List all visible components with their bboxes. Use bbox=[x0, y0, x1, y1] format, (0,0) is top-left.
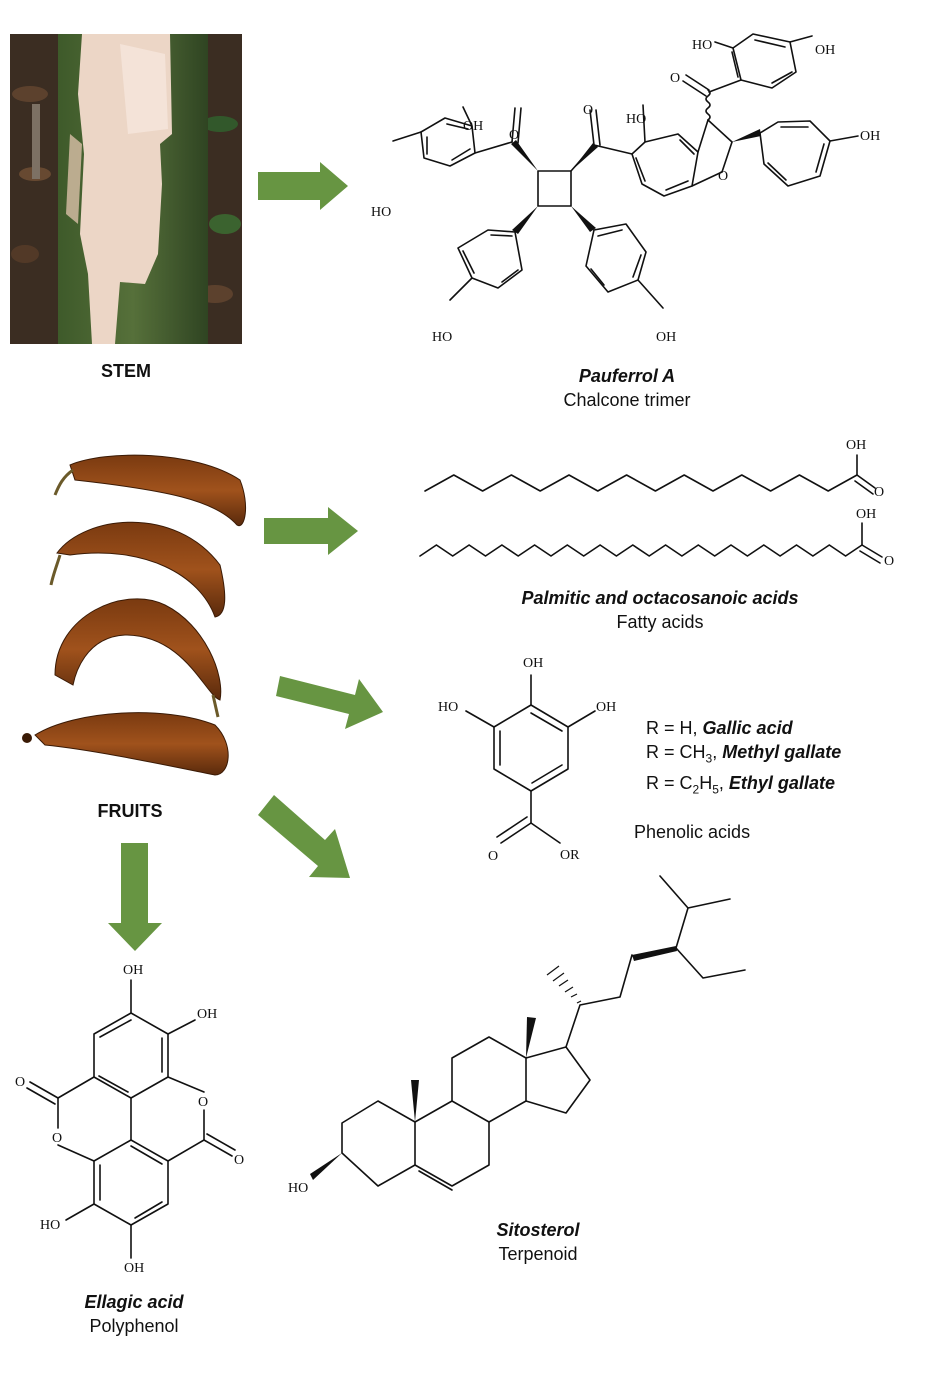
variant-name: Methyl gallate bbox=[722, 742, 842, 762]
ellagic-acid-class: Polyphenol bbox=[89, 1316, 179, 1336]
pauferrol-oh-5: OH bbox=[860, 129, 880, 144]
octacosanoic-oh: OH bbox=[856, 507, 876, 522]
fatty-acids-structure: OH O OH O bbox=[419, 438, 894, 569]
palmitic-acid-chain bbox=[424, 474, 858, 492]
sitosterol-ho: HO bbox=[288, 1181, 308, 1196]
arrow-fruits-to-ellagic-acid bbox=[108, 843, 162, 951]
pauferrol-o-1: O bbox=[509, 128, 519, 143]
variant-methyl-gallate: R = CH3, Methyl gallate bbox=[646, 742, 842, 766]
ellagic-oh-3: OH bbox=[124, 1261, 144, 1276]
fruit-pod-1 bbox=[53, 454, 247, 527]
fatty-acids-name: Palmitic and octacosanoic acids bbox=[521, 588, 799, 608]
pauferrol-a-structure: OH HO O O HO OH HO O bbox=[371, 33, 880, 345]
sitosterol-name: Sitosterol bbox=[496, 1220, 580, 1240]
fruits-label: FRUITS bbox=[97, 801, 163, 821]
sitosterol-structure: HO bbox=[288, 875, 746, 1196]
variant-name: Ethyl gallate bbox=[728, 772, 835, 793]
ellagic-o-ring-1: O bbox=[198, 1095, 208, 1110]
ellagic-acid-name: Ellagic acid bbox=[84, 1292, 184, 1312]
variant-gallic-acid: R = H, Gallic acid bbox=[646, 718, 793, 738]
variant-name: Gallic acid bbox=[702, 718, 793, 738]
fruits-photo bbox=[22, 454, 247, 776]
sitosterol-hashed-bond bbox=[546, 965, 582, 1004]
variant-ethyl-gallate: R = C2H5, Ethyl gallate bbox=[646, 772, 835, 797]
fruit-pod-4 bbox=[22, 712, 229, 776]
palmitic-oh: OH bbox=[846, 438, 866, 453]
pauferrol-ho-1: HO bbox=[371, 205, 391, 220]
fatty-acids-class: Fatty acids bbox=[616, 612, 704, 632]
palmitic-o: O bbox=[874, 485, 884, 500]
pauferrol-ho-3: HO bbox=[626, 112, 646, 127]
ellagic-o-carbonyl-1: O bbox=[15, 1075, 25, 1090]
ellagic-oh-1: OH bbox=[123, 963, 143, 978]
pauferrol-oh-4: OH bbox=[815, 43, 835, 58]
fruit-pod-3 bbox=[54, 598, 222, 718]
fruit-pod-2 bbox=[49, 521, 226, 618]
ellagic-oh-2: OH bbox=[197, 1007, 217, 1022]
ellagic-ho-1: HO bbox=[40, 1218, 60, 1233]
phenolic-class: Phenolic acids bbox=[634, 822, 751, 842]
arrow-fruits-to-phenolic-acids bbox=[276, 676, 383, 729]
pauferrol-ho-2: HO bbox=[432, 330, 452, 345]
pauferrol-oh-3: OH bbox=[656, 330, 676, 345]
pauferrol-name: Pauferrol A bbox=[578, 366, 676, 386]
octacosanoic-o: O bbox=[884, 554, 894, 569]
pauferrol-class: Chalcone trimer bbox=[563, 390, 691, 410]
pauferrol-oh-1: OH bbox=[463, 119, 483, 134]
stem-photo-art bbox=[10, 34, 242, 344]
gallic-acid-structure: OH HO OH O OR bbox=[438, 656, 616, 864]
ellagic-o-carbonyl-2: O bbox=[234, 1153, 244, 1168]
gallic-or: OR bbox=[560, 848, 580, 863]
stem-photo bbox=[10, 34, 242, 344]
gallic-o: O bbox=[488, 849, 498, 864]
arrow-stem-to-pauferrol bbox=[258, 162, 348, 210]
pauferrol-ho-4: HO bbox=[692, 38, 712, 53]
arrow-fruits-to-fatty-acids bbox=[264, 507, 358, 555]
pauferrol-o-3: O bbox=[670, 71, 680, 86]
pauferrol-o-ring: O bbox=[718, 169, 728, 184]
arrow-fruits-to-sitosterol bbox=[258, 795, 350, 878]
gallic-oh-right: OH bbox=[596, 700, 616, 715]
stem-label: STEM bbox=[100, 361, 151, 381]
ellagic-acid-structure: OH OH O O O O HO OH bbox=[15, 963, 244, 1276]
gallic-ho-left: HO bbox=[438, 700, 458, 715]
octacosanoic-acid-chain bbox=[419, 544, 863, 557]
phenolic-variants-list: R = H, Gallic acid R = CH3, Methyl galla… bbox=[646, 716, 841, 801]
gallic-oh-top: OH bbox=[523, 656, 543, 671]
sitosterol-class: Terpenoid bbox=[498, 1244, 578, 1264]
pauferrol-o-2: O bbox=[583, 103, 593, 118]
ellagic-o-ring-2: O bbox=[52, 1131, 62, 1146]
